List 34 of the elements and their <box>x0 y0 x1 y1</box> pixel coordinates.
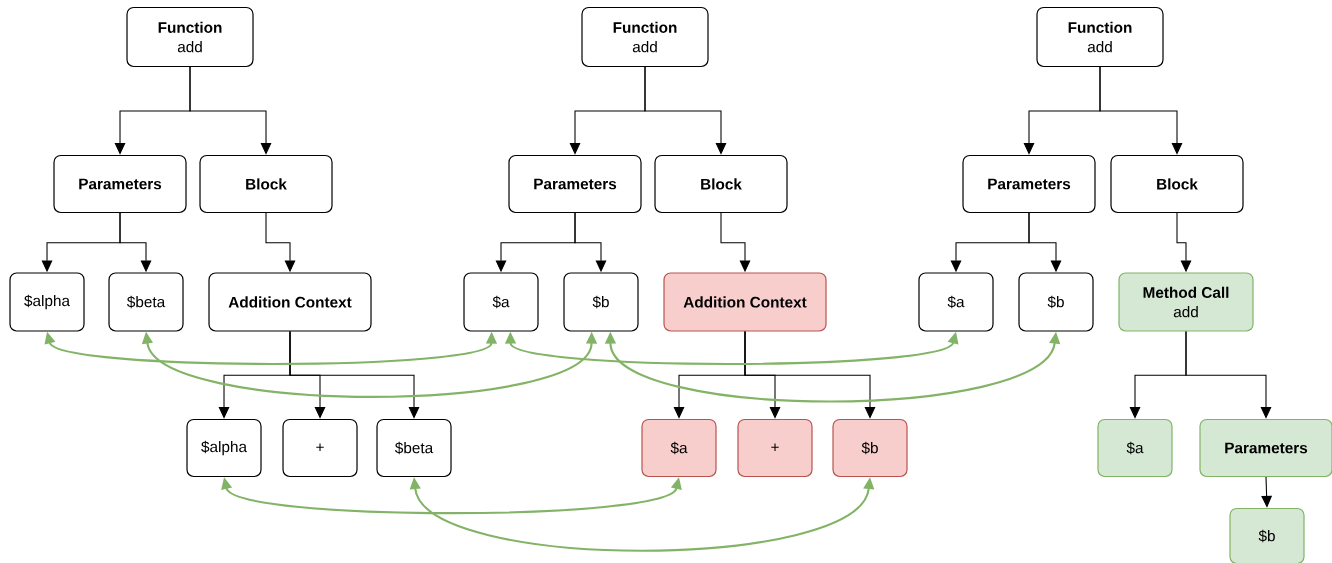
node-box: Addition Context <box>208 272 372 332</box>
node-box: Parameters <box>53 154 187 214</box>
node-box: Function add <box>581 6 709 68</box>
node-box: Parameters <box>962 154 1096 214</box>
node-box: $a <box>918 272 994 332</box>
node-box: Block <box>654 154 788 214</box>
arrow <box>1261 476 1273 508</box>
node-box: + <box>282 418 358 478</box>
node-box: $beta <box>108 272 184 332</box>
node-box: $b <box>563 272 639 332</box>
node-box: $b <box>832 418 908 478</box>
node-box: $a <box>641 418 717 478</box>
arrow <box>1099 66 1183 155</box>
node-box: Block <box>199 154 333 214</box>
node-box: Parameters <box>1199 418 1332 478</box>
node-box: Parameters <box>508 154 642 214</box>
node-box: Block <box>1110 154 1244 214</box>
node-box: $a <box>1097 418 1173 478</box>
node-box: Function add <box>1036 6 1164 68</box>
arrow <box>289 331 420 419</box>
arrow <box>1185 331 1272 419</box>
node-box: $beta <box>376 418 452 478</box>
node-box: Addition Context <box>663 272 827 332</box>
arrow <box>644 66 727 155</box>
node-box: $b <box>1229 507 1305 563</box>
arrow <box>744 331 876 419</box>
node-box: $alpha <box>9 272 85 332</box>
node-box: $alpha <box>186 418 262 478</box>
node-box: $b <box>1018 272 1094 332</box>
node-box: $a <box>463 272 539 332</box>
node-box: Function add <box>126 6 254 68</box>
node-box: Method Call add <box>1118 272 1254 332</box>
node-box: + <box>737 418 813 478</box>
arrow <box>189 66 272 155</box>
